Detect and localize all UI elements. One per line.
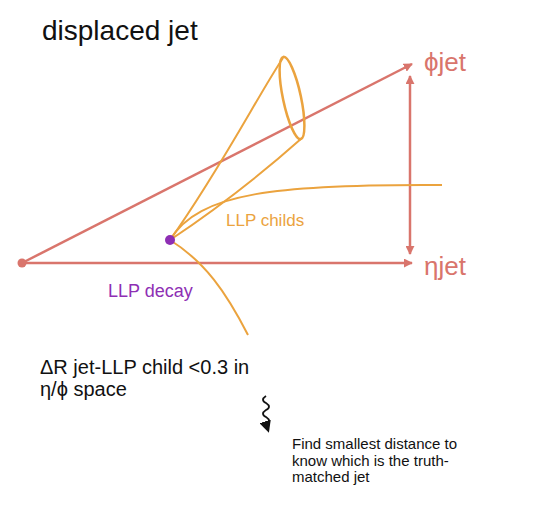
axis-label: ϕjet: [424, 48, 466, 77]
axis-label: ηjet: [424, 252, 466, 281]
criterion-note: ΔR jet-LLP child <0.3 in η/ϕ space: [40, 356, 260, 400]
title-note: displaced jet: [42, 16, 198, 47]
method-note: Find smallest distance to know which is …: [292, 436, 462, 486]
particle-label: LLP childs: [226, 212, 304, 231]
eta-axis: [22, 262, 412, 265]
jet-cone: [274, 55, 309, 141]
vertex-label: LLP decay: [108, 282, 193, 302]
squiggle-arrow: [263, 396, 269, 427]
origin-dot: [18, 259, 27, 268]
jet-direction: [22, 64, 412, 263]
phi-axis: [409, 76, 412, 254]
llp-decay-vertex: [165, 235, 175, 245]
llp-child-track: [170, 185, 442, 240]
